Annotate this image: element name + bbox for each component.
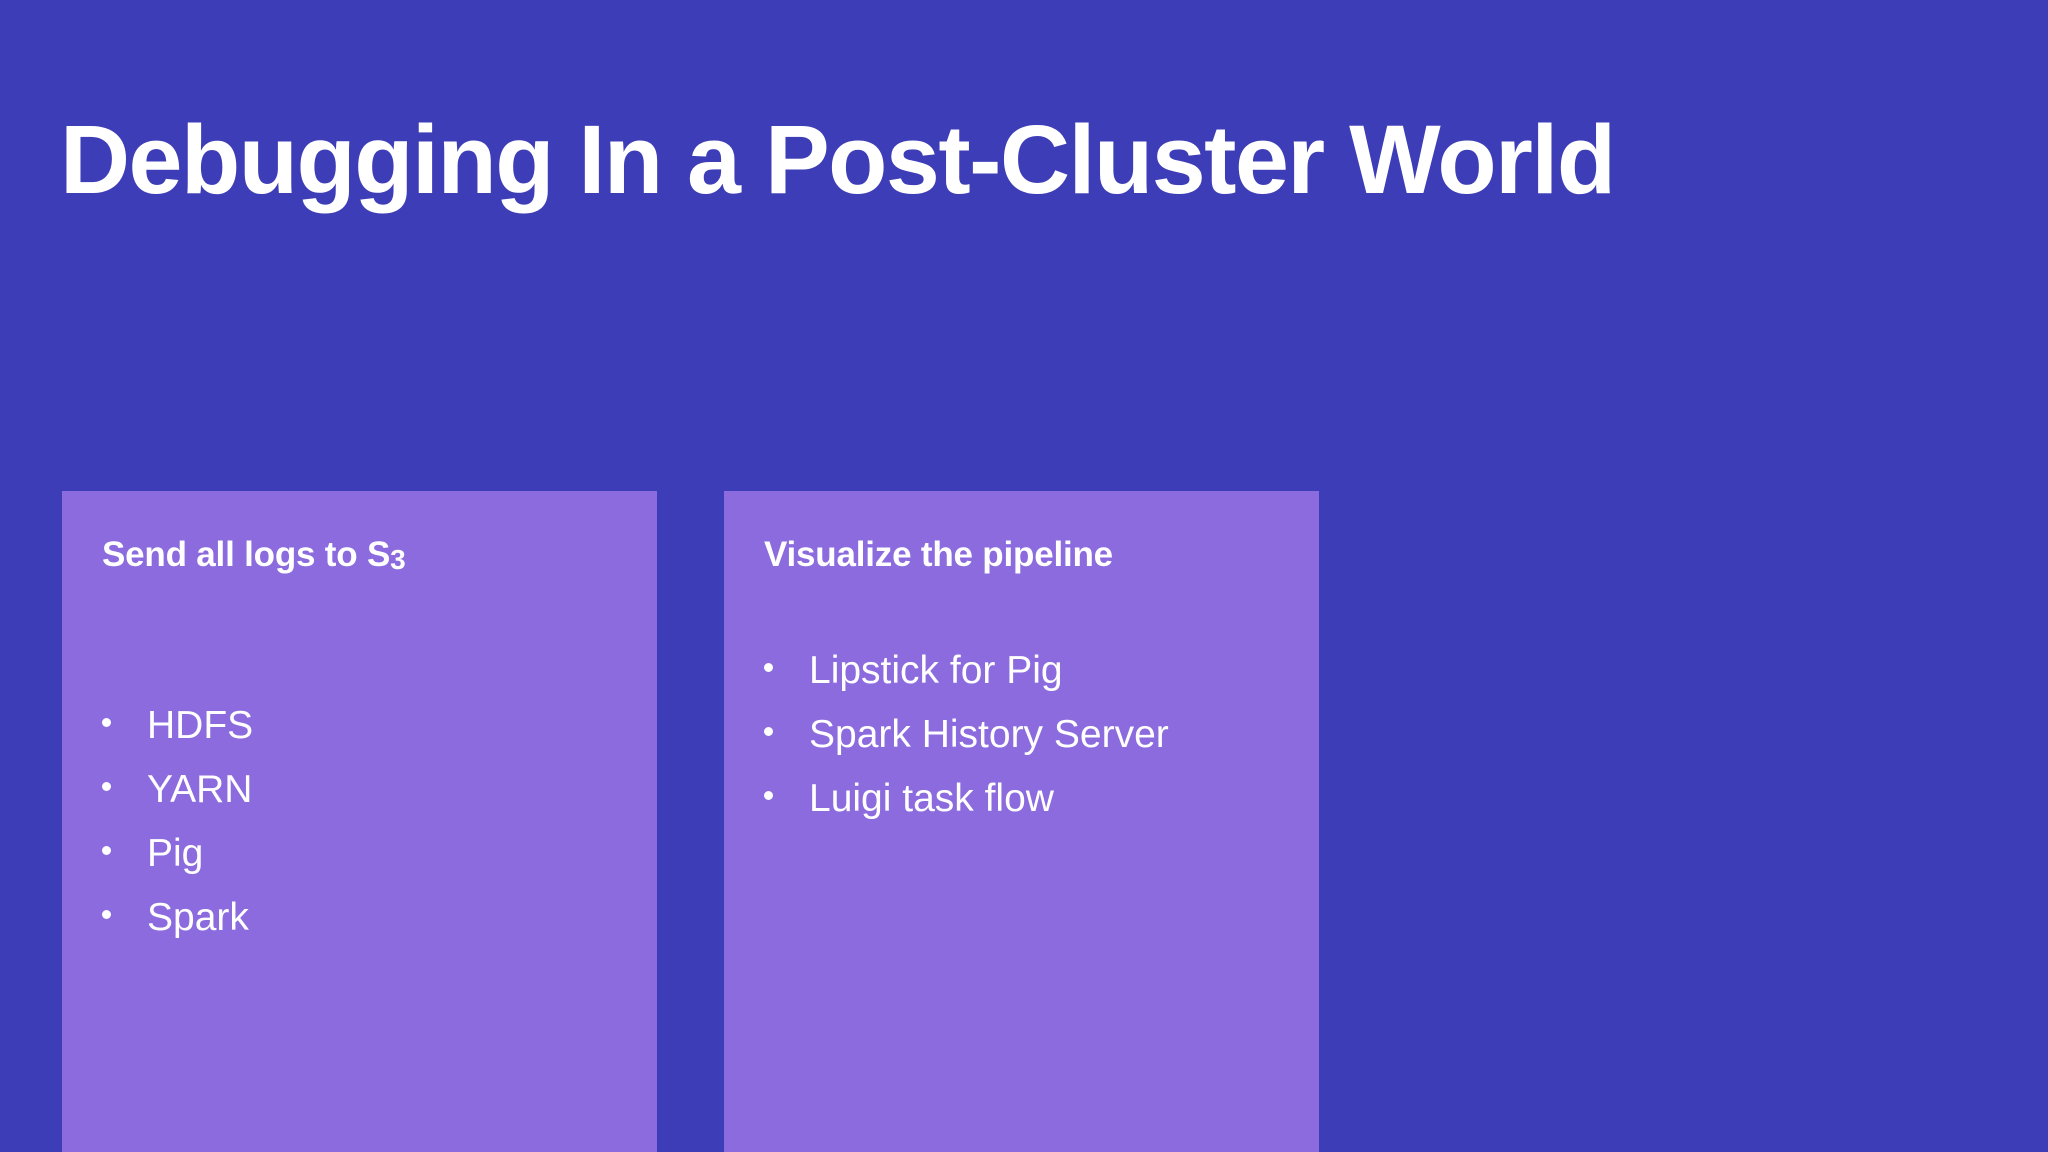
card-heading: Send all logs to S3 — [102, 533, 617, 577]
list-item: Spark — [102, 898, 633, 962]
list-item-label: Spark History Server — [809, 713, 1169, 756]
list-item: HDFS — [102, 706, 633, 770]
list-item: Lipstick for Pig — [764, 651, 1295, 715]
list-item-label: HDFS — [147, 704, 254, 747]
card-bullet-list: HDFS YARN Pig Spark — [102, 706, 633, 962]
dot-bullet-icon — [102, 846, 111, 855]
card-heading-numeral: 3 — [390, 544, 406, 576]
dot-bullet-icon — [102, 718, 111, 727]
dot-bullet-icon — [764, 791, 773, 800]
dot-bullet-icon — [102, 782, 111, 791]
card-heading-text: Send all logs to S — [102, 535, 391, 574]
list-item: Luigi task flow — [764, 779, 1295, 843]
card-row: Send all logs to S3 HDFS YARN Pig Spark — [62, 491, 1319, 1152]
card-visualize-the-pipeline: Visualize the pipeline Lipstick for Pig … — [724, 491, 1319, 1152]
list-item-label: Luigi task flow — [809, 777, 1054, 820]
card-bullet-list: Lipstick for Pig Spark History Server Lu… — [764, 651, 1295, 843]
dot-bullet-icon — [764, 663, 773, 672]
list-item: Pig — [102, 834, 633, 898]
list-item: Spark History Server — [764, 715, 1295, 779]
card-heading: Visualize the pipeline — [764, 533, 1279, 577]
list-item-label: Pig — [147, 832, 204, 875]
list-item-label: Spark — [147, 896, 249, 939]
list-item-label: YARN — [147, 768, 253, 811]
card-heading-text: Visualize the pipeline — [764, 535, 1113, 574]
page-title: Debugging In a Post-Cluster World — [60, 104, 1616, 214]
dot-bullet-icon — [102, 910, 111, 919]
dot-bullet-icon — [764, 727, 773, 736]
card-send-all-logs-to-s3: Send all logs to S3 HDFS YARN Pig Spark — [62, 491, 657, 1152]
list-item: YARN — [102, 770, 633, 834]
list-item-label: Lipstick for Pig — [809, 649, 1063, 692]
